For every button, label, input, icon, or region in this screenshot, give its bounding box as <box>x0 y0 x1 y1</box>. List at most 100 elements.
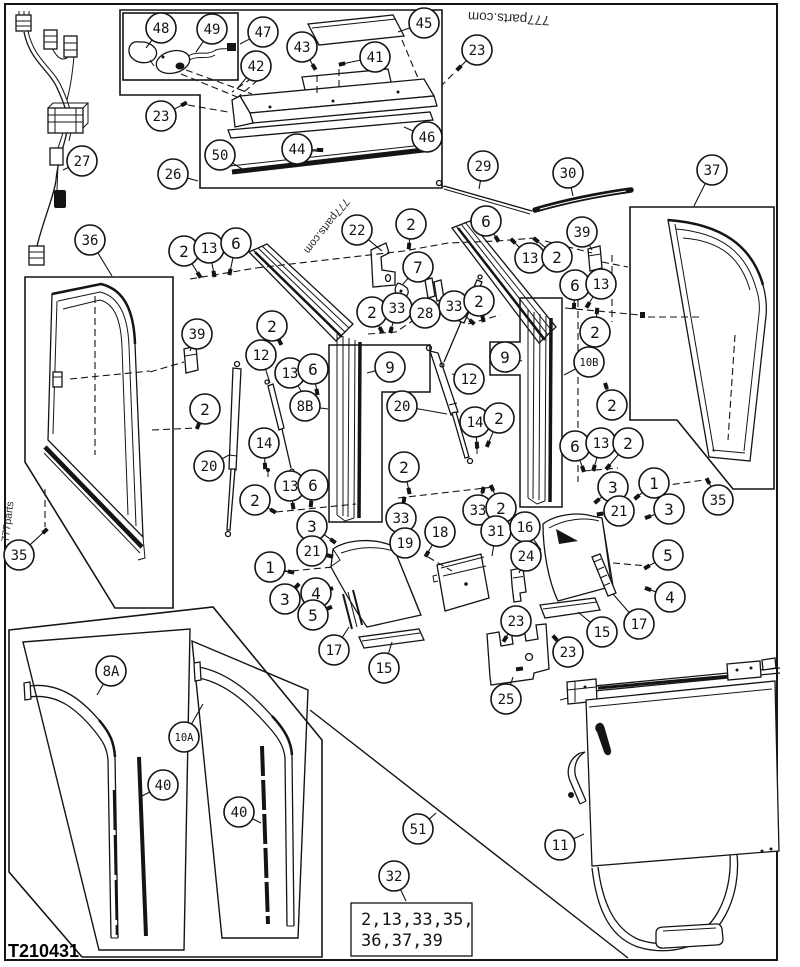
svg-text:20: 20 <box>201 459 218 475</box>
callout-39: 39 <box>566 216 598 251</box>
svg-text:2: 2 <box>399 458 409 477</box>
svg-text:3: 3 <box>664 500 674 519</box>
callout-23: 23 <box>500 605 532 643</box>
callout-20: 20 <box>193 450 230 482</box>
callout-2: 2 <box>388 451 420 495</box>
callout-3: 3 <box>644 493 685 525</box>
callout-40: 40 <box>223 796 262 828</box>
svg-text:12: 12 <box>253 348 270 364</box>
svg-text:8B: 8B <box>297 399 314 415</box>
svg-text:13: 13 <box>593 436 610 452</box>
callout-13: 13 <box>585 427 617 472</box>
callout-15: 15 <box>577 611 618 648</box>
callout-44: 44 <box>281 133 324 165</box>
svg-text:2: 2 <box>607 396 617 415</box>
callout-5: 5 <box>297 599 333 631</box>
svg-text:25: 25 <box>498 692 515 708</box>
callout-10A: 10A <box>168 703 204 753</box>
callout-14: 14 <box>459 406 491 449</box>
svg-text:33: 33 <box>389 301 406 317</box>
divider-line-51 <box>309 709 629 959</box>
svg-text:23: 23 <box>508 614 525 630</box>
svg-text:14: 14 <box>256 436 273 452</box>
callout-6: 6 <box>297 353 329 396</box>
svg-text:16: 16 <box>517 520 534 536</box>
callout-48: 48 <box>145 12 177 49</box>
svg-text:1: 1 <box>265 558 275 577</box>
svg-text:11: 11 <box>552 838 569 854</box>
top-panel-assembly <box>119 9 454 189</box>
callout-2: 2 <box>463 285 495 323</box>
svg-text:39: 39 <box>189 327 206 343</box>
svg-text:13: 13 <box>522 251 539 267</box>
svg-text:21: 21 <box>611 504 628 520</box>
window-box-36 <box>24 276 199 609</box>
wiper-blade <box>532 187 634 213</box>
svg-text:3: 3 <box>608 478 618 497</box>
callout-14: 14 <box>248 427 280 470</box>
callout-21: 21 <box>596 495 635 527</box>
callout-6: 6 <box>470 205 502 243</box>
callout-50: 50 <box>204 139 243 171</box>
svg-text:47: 47 <box>255 25 272 41</box>
clip-39-right <box>587 245 603 272</box>
svg-text:30: 30 <box>560 166 577 182</box>
callout-24: 24 <box>510 540 542 574</box>
callout-6: 6 <box>297 469 329 508</box>
svg-text:28: 28 <box>417 306 434 322</box>
wiring-harness <box>15 11 90 266</box>
callout-10B: 10B <box>563 346 605 378</box>
callout-46: 46 <box>403 121 443 153</box>
svg-text:31: 31 <box>488 524 505 540</box>
svg-text:6: 6 <box>570 437 580 456</box>
svg-text:21: 21 <box>304 544 321 560</box>
callout-51: 51 <box>402 812 437 845</box>
svg-text:51: 51 <box>410 822 427 838</box>
callout-3: 3 <box>593 471 629 505</box>
svg-text:2: 2 <box>406 215 416 234</box>
callout-30: 30 <box>552 157 584 197</box>
callout-33: 33 <box>381 292 413 334</box>
page-border <box>4 3 778 961</box>
callout-41: 41 <box>338 41 391 73</box>
svg-text:12: 12 <box>461 372 478 388</box>
callout-33: 33 <box>385 496 417 534</box>
svg-text:3: 3 <box>307 517 317 536</box>
svg-text:5: 5 <box>308 606 318 625</box>
callout-31: 31 <box>480 515 512 557</box>
callout-22: 22 <box>341 214 383 252</box>
bracket-25 <box>486 623 550 686</box>
callout-29: 29 <box>467 150 499 190</box>
svg-text:13: 13 <box>593 277 610 293</box>
callout-26: 26 <box>157 158 199 190</box>
callout-13: 13 <box>274 357 307 398</box>
svg-text:2: 2 <box>496 499 506 518</box>
callout-18: 18 <box>423 516 456 558</box>
svg-text:39: 39 <box>574 225 591 241</box>
latch-24 <box>510 567 527 603</box>
callout-8B: 8B <box>289 390 329 422</box>
svg-text:2: 2 <box>552 248 562 267</box>
callout-33: 33 <box>438 290 476 326</box>
svg-text:2: 2 <box>250 491 260 510</box>
callout-8A: 8A <box>95 655 127 696</box>
callout-27: 27 <box>62 145 98 177</box>
svg-text:4: 4 <box>665 588 675 607</box>
svg-text:13: 13 <box>282 366 299 382</box>
svg-text:5: 5 <box>663 546 673 565</box>
callout-1: 1 <box>254 551 295 583</box>
wiper-arm <box>435 179 533 215</box>
bracket-22 <box>370 242 396 288</box>
svg-text:2: 2 <box>623 434 633 453</box>
callout-2: 2 <box>604 427 644 471</box>
callout-9: 9 <box>489 341 523 373</box>
inset-box-48-49 <box>122 12 253 102</box>
callout-6: 6 <box>220 227 252 276</box>
svg-text:4: 4 <box>311 584 321 603</box>
callout-7: 7 <box>402 251 434 285</box>
svg-text:2: 2 <box>179 242 189 261</box>
svg-text:17: 17 <box>631 617 648 633</box>
svg-text:14: 14 <box>467 415 484 431</box>
watermark: 777parts.com <box>468 9 550 28</box>
